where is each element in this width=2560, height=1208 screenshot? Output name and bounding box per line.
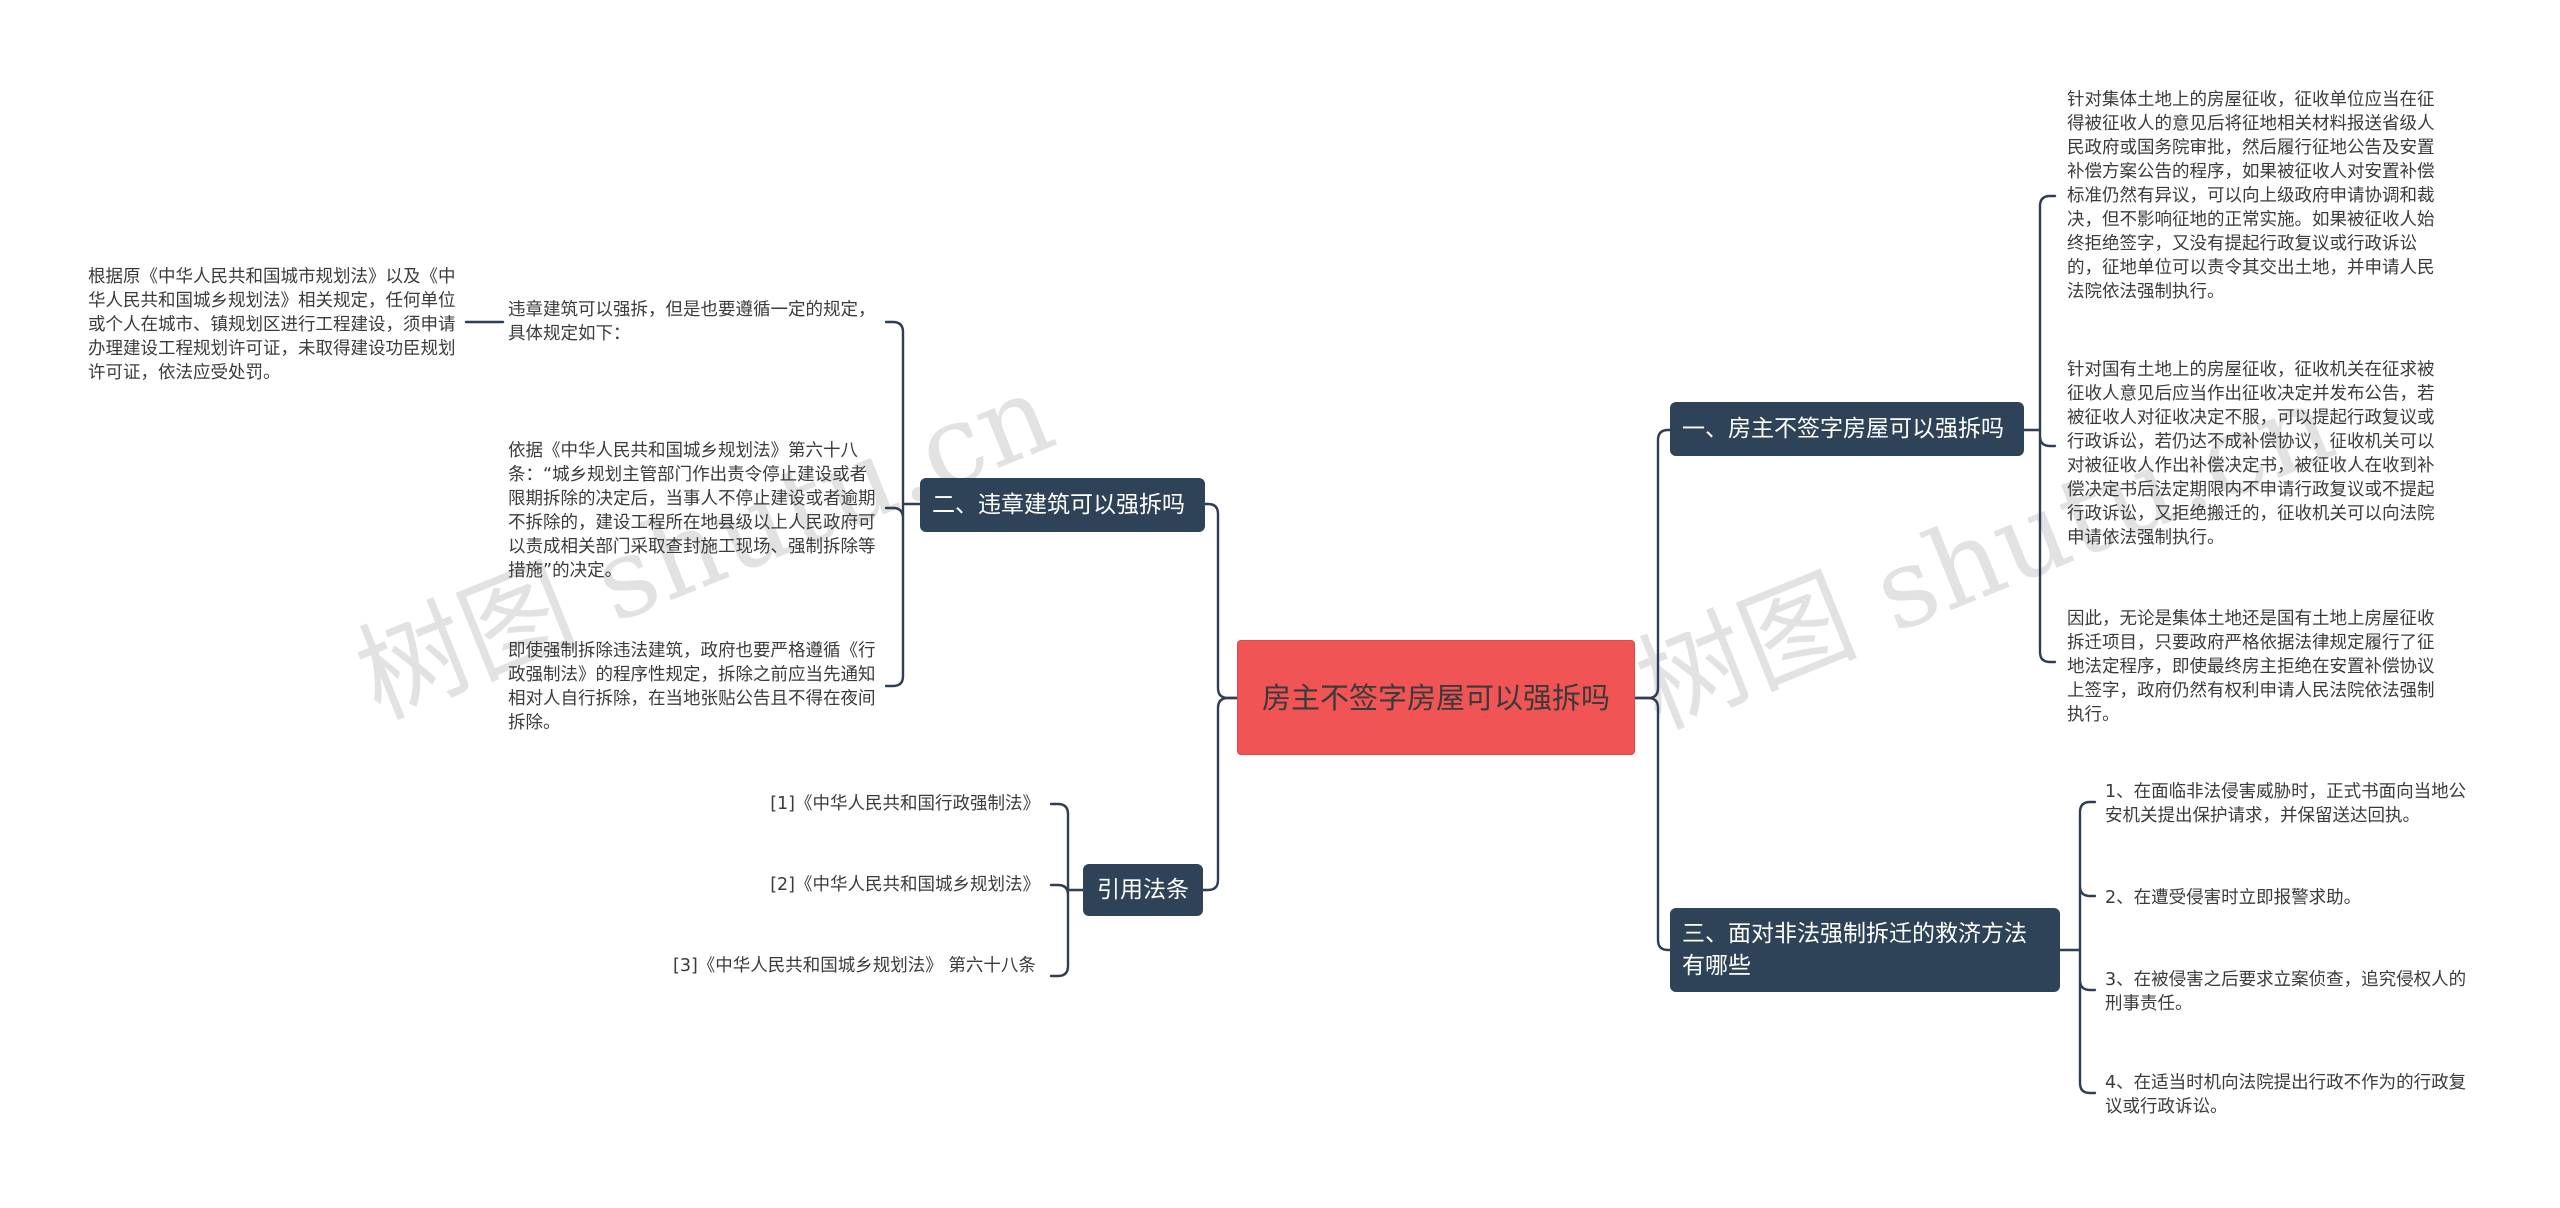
b3-item-3: 3、在被侵害之后要求立案侦查，追究侵权人的刑事责任。 (2105, 970, 2467, 1014)
b1-item-state-land: 针对国有土地上的房屋征收，征收机关在征求被征收人意见后应当作出征收决定并发布公告… (2067, 360, 2435, 548)
connector-root-b3 (1633, 696, 1672, 952)
connector-root-b1 (1633, 428, 1672, 700)
connector-b3-items (2058, 800, 2097, 1095)
connector-root-b2 (1203, 502, 1239, 700)
b2-sub-planning-law: 根据原《中华人民共和国城市规划法》以及《中华人民共和国城乡规划法》相关规定，任何… (88, 267, 456, 383)
b4-law-3[interactable]: [3]《中华人民共和国城乡规划法》 第六十八条 (673, 956, 1036, 976)
b3-item-1: 1、在面临非法侵害威胁时，正式书面向当地公安机关提出保护请求，并保留送达回执。 (2105, 782, 2467, 826)
b1-item-conclusion: 因此，无论是集体土地还是国有土地上房屋征收拆迁项目，只要政府严格依据法律规定履行… (2067, 609, 2435, 725)
b4-law-1[interactable]: [1]《中华人民共和国行政强制法》 (770, 794, 1040, 814)
branch-remedies[interactable]: 三、面对非法强制拆迁的救济方法有哪些 (1670, 908, 2060, 992)
root-topic[interactable]: 房主不签字房屋可以强拆吗 (1237, 640, 1635, 755)
connector-b2-items (884, 320, 922, 688)
b1-item-collective-land: 针对集体土地上的房屋征收，征收单位应当在征得被征收人的意见后将征地相关材料报送省… (2067, 90, 2435, 302)
b4-law-2[interactable]: [2]《中华人民共和国城乡规划法》 (770, 875, 1040, 895)
connector-root-b4 (1201, 696, 1239, 892)
b2-item-procedure: 即使强制拆除违法建筑，政府也要严格遵循《行政强制法》的程序性规定，拆除之前应当先… (508, 641, 876, 733)
b2-item-article-68: 依据《中华人民共和国城乡规划法》第六十八条：“城乡规划主管部门作出责令停止建设或… (508, 441, 876, 581)
branch-illegal-buildings[interactable]: 二、违章建筑可以强拆吗 (920, 478, 1205, 532)
branch-house-demolition[interactable]: 一、房主不签字房屋可以强拆吗 (1670, 402, 2024, 456)
branch-cited-laws[interactable]: 引用法条 (1083, 864, 1203, 916)
connector-b4-items (1049, 802, 1085, 978)
b3-item-4: 4、在适当时机向法院提出行政不作为的行政复议或行政诉讼。 (2105, 1073, 2467, 1117)
b3-item-2: 2、在遭受侵害时立即报警求助。 (2105, 888, 2362, 908)
connector-b1-items (2022, 194, 2057, 664)
b2-item-intro: 违章建筑可以强拆，但是也要遵循一定的规定，具体规定如下： (508, 300, 876, 344)
